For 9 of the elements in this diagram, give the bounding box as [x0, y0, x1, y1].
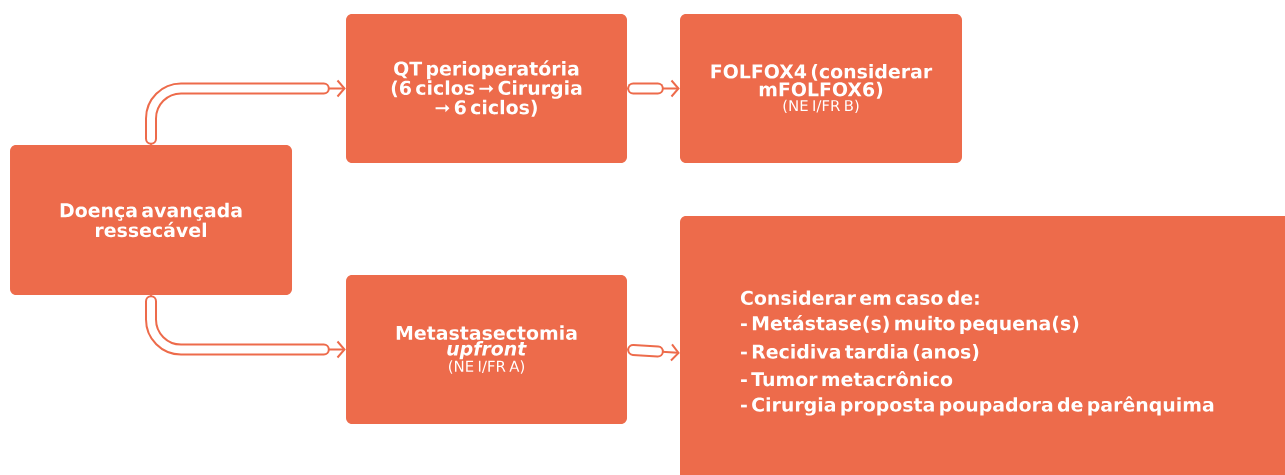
process-box: Considerar em caso de: - Metástase(s) muito pequena(s) - Recidiva tardia (anos) - Tumor metacrônico - Cirurgia proposta poupadora de parênquima	[680, 216, 1285, 475]
process-box: Metastasectomia upfront (NE I/FR A)	[346, 275, 627, 424]
arrow	[626, 79, 680, 98]
process-box: QT perioperatória (6 ciclos ➞ Cirurgia ➞ 6 ciclos)	[346, 14, 627, 163]
arrow	[145, 294, 346, 359]
process-box: Doença avançada ressecável	[10, 145, 292, 295]
arrow	[626, 343, 680, 362]
process-box: FOLFOX4 (considerar mFOLFOX6) (NE I/FR B)	[680, 14, 962, 163]
arrow	[145, 79, 346, 146]
